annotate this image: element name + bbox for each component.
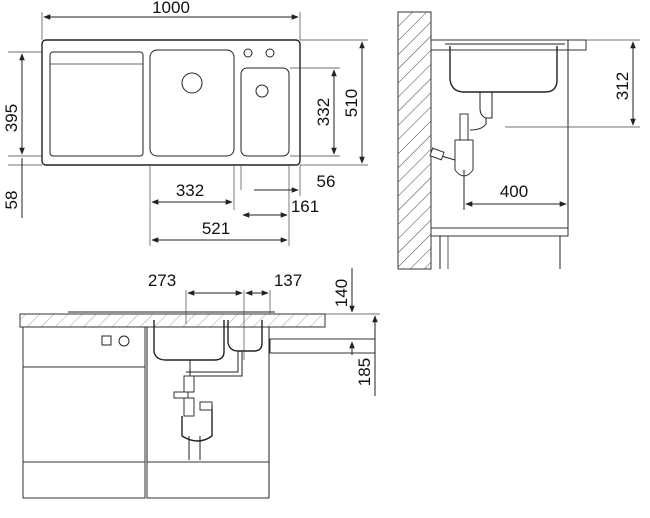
dim-main-bowl-depth: 140 (332, 279, 351, 307)
dim-right-margin: 56 (317, 172, 336, 191)
small-drain (255, 84, 269, 98)
dim-small-bowl-depth: 185 (355, 358, 374, 386)
side-countertop (430, 39, 587, 51)
side-trap (454, 139, 474, 177)
tap-hole-1 (243, 48, 253, 58)
top-view: 1000 510 332 395 58 332 56 16 (2, 0, 368, 246)
dim-left-height: 395 (2, 104, 21, 132)
dim-drain-offset: 400 (500, 182, 528, 201)
dim-small-bowl-width: 161 (291, 197, 319, 216)
dim-front-offset: 58 (2, 191, 21, 210)
main-bowl (149, 49, 235, 157)
dim-bowl-depth: 332 (314, 98, 333, 126)
dim-main-bowl-width: 332 (176, 181, 204, 200)
side-bowl (449, 46, 558, 93)
tap-hole-2 (265, 48, 275, 58)
sink-outline (41, 39, 301, 166)
dim-bowls-span: 521 (202, 219, 230, 238)
dim-width: 1000 (152, 0, 190, 17)
small-bowl (240, 67, 290, 157)
dim-front-small-bowl: 137 (274, 271, 302, 290)
main-drain (181, 72, 203, 94)
dim-depth: 510 (342, 89, 361, 117)
front-small-bowl (227, 320, 263, 352)
front-trap (181, 405, 213, 442)
dishwasher-panel (22, 326, 146, 368)
front-view: 273 137 140 185 (19, 268, 380, 499)
dim-front-main-bowl: 273 (148, 271, 176, 290)
wall (397, 11, 432, 270)
side-view: 312 400 (397, 11, 640, 270)
dim-bowl-height: 312 (613, 72, 632, 100)
drainboard (49, 51, 144, 157)
